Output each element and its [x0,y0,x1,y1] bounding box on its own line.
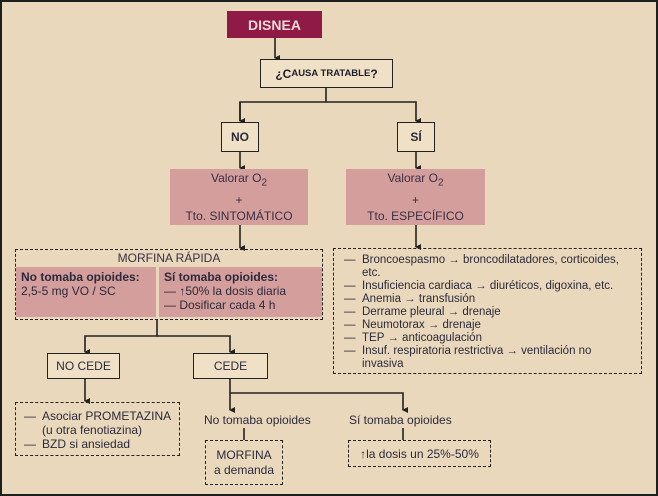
cause-item: — TEP → anticoagulación [344,332,633,345]
no-opioids-dose: 2,5-5 mg VO / SC [21,284,116,298]
cause-item: — Broncoespasmo → broncodilatadores, cort… [344,254,633,280]
list-dash: — [344,345,356,357]
cause-text: Insuficiencia cardiaca → diuréticos, dig… [362,280,614,292]
list-dash: — [344,254,356,266]
question-smallcaps: AUSA TRATABLE [291,68,371,79]
branch-node-si: SÍ [397,122,435,152]
cause-text: Insuf. respiratoria restrictiva → ventil… [362,345,592,370]
cede-label: CEDE [213,359,248,373]
action-item: — BZD si ansiedad [24,437,179,451]
list-dash: — [24,437,36,451]
list-dash: — [344,319,356,331]
action-text: BZD si ansiedad [42,437,131,451]
start-node-disnea: DISNEA [227,11,322,38]
o2-subscript: 2 [437,177,444,189]
no-opioids-heading: No tomaba opioides: [21,270,140,284]
list-dash: — [344,280,356,292]
valorar-text: Valorar O [387,171,438,186]
morfina-line: MORFINA [216,447,272,462]
increase-dose-box: ↑la dosis un 25%-50% [348,440,491,467]
demanda-line: a demanda [213,462,275,477]
treatment-line-tto: Tto. SINTOMÁTICO [185,208,293,223]
morfina-a-demanda-box: MORFINA a demanda [205,440,283,485]
cause-text: Derrame pleural → drenaje [362,306,501,318]
no-opioids-cell: No tomaba opioides: 2,5-5 mg VO / SC [16,267,156,317]
branch-si-label: SÍ [410,130,422,144]
question-suffix: ? [370,66,378,81]
action-text: Asociar PROMETAZINA (u otra fenotiazina) [42,409,171,437]
branch-no-label: NO [231,130,249,144]
treatment-line-valorar: Valorar O2 [211,170,267,191]
branch-node-no: NO [221,122,259,152]
action-item: — Asociar PROMETAZINA (u otra fenotiazina… [24,409,179,437]
cause-text: Broncoespasmo → broncodilatadores, corti… [362,254,619,279]
si-opioids-item: — Dosificar cada 4 h [164,298,276,312]
cause-text: Anemia → transfusión [362,293,476,305]
si-opioids-cell: Sí tomaba opioides: — ↑50% la dosis diar… [159,267,322,317]
list-dash: — [344,293,356,305]
outcome-node-cede: CEDE [193,353,268,379]
specific-causes-box: — Broncoespasmo → broncodilatadores, cort… [333,248,642,374]
morfina-rapida-box: MORFINA RÁPIDA No tomaba opioides: 2,5-5… [15,249,323,320]
cause-item: — Insuficiencia cardiaca → diuréticos, di… [344,280,633,293]
si-opioids-heading: Sí tomaba opioides: [164,270,279,284]
morfina-title: MORFINA RÁPIDA [117,251,221,265]
cause-item: — Neumotorax → drenaje [344,319,633,332]
no-cede-actions-box: — Asociar PROMETAZINA (u otra fenotiazina… [15,402,180,456]
list-dash: — [344,332,356,344]
o2-subscript: 2 [261,177,268,189]
treatment-node-especifico: Valorar O2 + Tto. ESPECÍFICO [346,169,485,225]
treatment-line-tto: Tto. ESPECÍFICO [367,208,464,223]
cause-item: — Derrame pleural → drenaje [344,306,633,319]
treatment-plus: + [235,192,243,207]
no-cede-label: NO CEDE [56,359,111,373]
cause-item: — Insuf. respiratoria restrictiva → venti… [344,345,633,371]
cause-text: TEP → anticoagulación [362,332,482,344]
cause-text: Neumotorax → drenaje [362,319,481,331]
start-node-label: DISNEA [248,16,301,33]
treatment-line-valorar: Valorar O2 [387,170,443,191]
increase-dose-text: ↑la dosis un 25%-50% [360,446,479,461]
valorar-text: Valorar O [210,171,262,186]
cause-item: — Anemia → transfusión [344,293,633,306]
list-dash: — [344,306,356,318]
cede-no-tomaba-label: No tomaba opioides [204,413,311,427]
si-opioids-item: — ↑50% la dosis diaria [164,284,287,298]
list-dash: — [24,409,36,423]
treatment-plus: + [411,192,419,207]
outcome-node-no-cede: NO CEDE [47,353,120,379]
treatment-node-sintomatico: Valorar O2 + Tto. SINTOMÁTICO [170,169,308,225]
cede-si-tomaba-label: Sí tomaba opioides [349,413,452,427]
question-prefix: ¿C [275,66,292,81]
